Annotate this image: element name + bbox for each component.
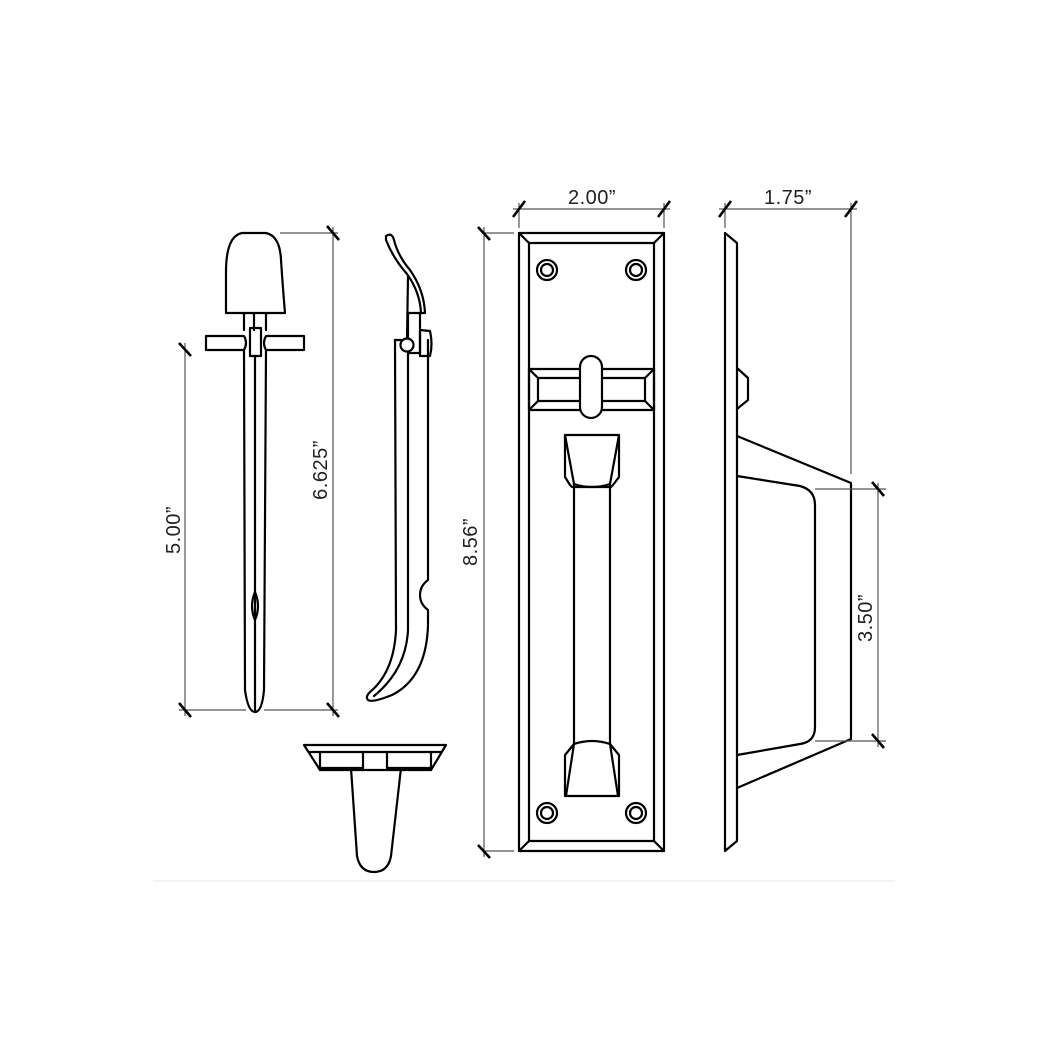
plate-front-view xyxy=(517,231,666,853)
latch-shaft xyxy=(365,338,430,702)
dimension-lines xyxy=(178,200,886,859)
handle-profile xyxy=(735,434,853,790)
screw-hole-icon xyxy=(624,258,648,282)
grip-profile xyxy=(735,474,817,757)
dimension-label-projection-depth: 1.75” xyxy=(764,187,812,209)
pivot-block xyxy=(248,326,263,358)
pull-handle xyxy=(563,433,621,798)
screw-hole-icon xyxy=(535,801,559,825)
latch-bar xyxy=(578,354,604,420)
plate-side-view xyxy=(723,231,853,853)
thumb-latch-side-view xyxy=(365,233,433,702)
screw-hole-icon xyxy=(624,801,648,825)
screw-hole-icon xyxy=(535,258,559,282)
dimension-label-plate-width: 2.00” xyxy=(568,187,616,209)
latch-top-stem xyxy=(349,766,403,874)
plate-edge xyxy=(723,231,739,853)
thumb-latch-front-view xyxy=(204,231,306,714)
dimension-label-latch-bar-length: 5.00” xyxy=(163,506,185,554)
dimension-label-grip-length: 3.50” xyxy=(855,594,877,642)
latch-top-flange xyxy=(302,743,448,772)
thumb-lever xyxy=(384,233,427,315)
dimension-label-plate-height: 8.56” xyxy=(460,518,482,566)
thumb-latch-top-view xyxy=(302,743,448,874)
cross-bar xyxy=(204,334,248,352)
dimension-label-thumb-latch-length: 6.625” xyxy=(310,440,332,500)
thumb-pad xyxy=(224,231,287,315)
back-plate xyxy=(517,231,666,853)
